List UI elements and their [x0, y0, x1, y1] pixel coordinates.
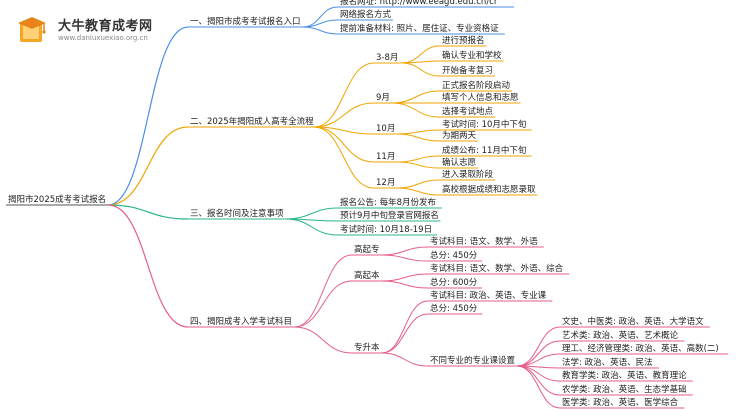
- connector-line: [293, 326, 353, 354]
- connector-line: [396, 129, 441, 135]
- branch-topic: 四、揭阳成考入学考试科目: [190, 316, 292, 327]
- branch-topic: 一、揭阳市成考考试报名入口: [190, 16, 301, 27]
- leaf-item: 进行预报名: [442, 35, 485, 46]
- group-topic: 专升本: [354, 342, 380, 353]
- group-topic: 高起本: [354, 270, 380, 281]
- leaf-item: 成绩公布: 11月中下旬: [442, 145, 526, 156]
- connector-line: [313, 126, 375, 163]
- group-topic: 3-8月: [376, 53, 398, 63]
- leaf-item: 报名公告: 每年8月份发布: [340, 197, 436, 208]
- connector-line: [396, 161, 441, 169]
- leaf-item: 确认专业和学校: [442, 50, 502, 61]
- leaf-item: 总分: 450分: [430, 250, 478, 261]
- leaf-item: 农学类: 政治、英语、生态学基础: [562, 384, 687, 395]
- connector-line: [381, 273, 429, 282]
- leaf-item: 高校根据成绩和志愿录取: [442, 184, 536, 195]
- graduation-cap-icon: [18, 17, 46, 42]
- leaf-item: 理工、经济管理类: 政治、英语、高数(二): [562, 343, 719, 354]
- connector-line: [401, 45, 441, 64]
- leaf-item: 预计9月中旬登录官网报名: [340, 210, 439, 221]
- leaf-item: 提前准备材料: 照片、居住证、专业资格证: [340, 23, 499, 34]
- leaf-item: 法学: 政治、英语、民法: [562, 357, 653, 368]
- leaf-item: 文史、中医类: 政治、英语、大学语文: [562, 316, 704, 327]
- leaf-item: 进入录取阶段: [442, 169, 494, 180]
- leaf-item: 考试时间: 10月中下旬: [442, 119, 526, 130]
- leaf-item: 考试科目: 语文、数学、外语、综合: [430, 263, 564, 274]
- root-topic: 揭阳市2025成考考试报名: [8, 194, 106, 205]
- connector-line: [391, 90, 441, 104]
- connector-line: [516, 365, 561, 409]
- leaf-item: 教育学类: 政治、英语、教育理论: [562, 370, 687, 381]
- branch-topic: 二、2025年揭阳成人高考全流程: [190, 116, 314, 127]
- connector-line: [313, 62, 375, 128]
- connector-line: [313, 126, 375, 135]
- leaf-item: 报名网址: http://www.eeagd.edu.cn/cr: [340, 0, 498, 7]
- connector-line: [108, 204, 189, 328]
- group-topic: 9月: [376, 93, 390, 103]
- leaf-item: 考试科目: 语文、数学、外语: [430, 236, 538, 247]
- connector-line: [285, 207, 339, 220]
- site-logo: 大牛教育成考网 www.daniuxuexiao.org.cn: [14, 12, 204, 52]
- group-topic: 10月: [376, 124, 395, 134]
- connector-line: [293, 254, 353, 328]
- connector-line: [381, 246, 429, 256]
- connector-line: [381, 280, 429, 289]
- site-name: 大牛教育成考网: [58, 19, 153, 34]
- leaf-item: 为期两天: [442, 130, 477, 141]
- leaf-item: 确认志愿: [442, 157, 477, 168]
- leaf-item: 考试时间: 10月18-19日: [340, 224, 432, 235]
- connector-line: [516, 340, 561, 367]
- connector-line: [293, 280, 353, 328]
- connector-line: [396, 155, 441, 163]
- connector-line: [381, 313, 429, 354]
- connector-line: [108, 26, 189, 206]
- leaf-item: 网络报名方式: [340, 9, 392, 20]
- connector-line: [285, 218, 339, 236]
- leaf-item: 填写个人信息和志愿: [442, 92, 519, 103]
- connector-line: [302, 26, 339, 35]
- connector-line: [381, 254, 429, 262]
- sub-topic: 不同专业的专业课设置: [430, 355, 516, 366]
- leaf-item: 选择考试地点: [442, 106, 494, 117]
- connector-line: [391, 102, 441, 118]
- connector-line: [108, 204, 189, 220]
- group-topic: 11月: [376, 152, 395, 162]
- connector-line: [401, 62, 441, 77]
- leaf-item: 正式报名阶段启动: [442, 80, 511, 91]
- leaf-item: 开始备考复习: [442, 65, 493, 76]
- group-topic: 高起专: [354, 244, 380, 255]
- connector-line: [313, 102, 375, 128]
- connector-line: [396, 179, 441, 189]
- connector-line: [313, 126, 375, 189]
- connector-line: [396, 187, 441, 196]
- connector-line: [381, 300, 429, 354]
- site-url: www.daniuxuexiao.org.cn: [58, 34, 148, 42]
- leaf-item: 总分: 600分: [430, 277, 478, 288]
- leaf-item: 总分: 450分: [430, 303, 478, 314]
- connector-line: [381, 352, 429, 367]
- branch-topic: 三、报名时间及注意事项: [190, 208, 284, 219]
- connector-line: [396, 133, 441, 142]
- leaf-item: 考试科目: 政治、英语、专业课: [430, 290, 547, 301]
- leaf-item: 医学类: 政治、英语、医学综合: [562, 397, 679, 408]
- leaf-item: 艺术类: 政治、英语、艺术概论: [562, 330, 679, 341]
- group-topic: 12月: [376, 178, 395, 188]
- connector-line: [108, 126, 189, 206]
